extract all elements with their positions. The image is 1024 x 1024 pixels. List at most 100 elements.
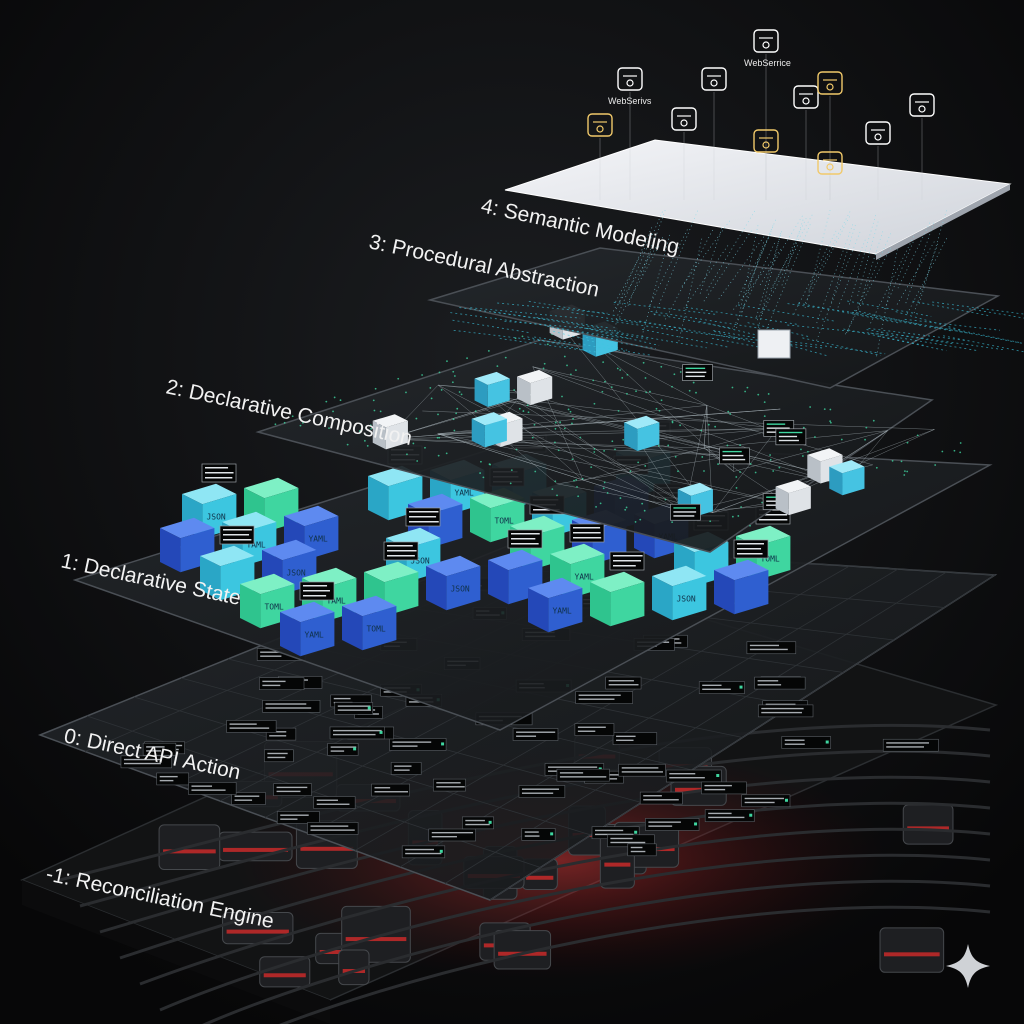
terminal-text-line (374, 791, 409, 793)
icon-outline (753, 29, 779, 53)
status-dot (441, 742, 445, 746)
data-stream (685, 306, 798, 325)
particle (572, 417, 574, 420)
config-tag-text (511, 533, 540, 535)
particle (333, 396, 336, 399)
particle (551, 488, 554, 490)
shield-icon (865, 121, 891, 200)
cube-top (364, 561, 419, 583)
layer3-plane (427, 247, 1001, 389)
cube-label: YAML (326, 597, 345, 606)
config-tag-text (759, 519, 788, 521)
particle (645, 391, 648, 394)
network-edge (712, 472, 822, 513)
config-tag-text (303, 590, 330, 592)
particle (829, 421, 832, 424)
particle (554, 480, 557, 483)
particle (458, 391, 461, 393)
terminal-text-line (229, 727, 270, 729)
particle (626, 373, 629, 376)
particle (763, 415, 766, 418)
terminal-text-line (521, 788, 560, 790)
network-edge (437, 433, 685, 513)
particle (455, 412, 458, 415)
engine-heat-strip (226, 929, 289, 934)
particle (576, 486, 578, 488)
particle (346, 443, 349, 446)
particle (864, 438, 866, 441)
terminal-panel (645, 818, 700, 831)
terminal-text-line (330, 746, 357, 748)
particle (358, 430, 361, 432)
data-stream (586, 337, 657, 349)
particle (515, 448, 518, 451)
config-tag-text (303, 585, 328, 587)
cube-left-face (517, 376, 531, 406)
config-cube (590, 571, 645, 627)
cube-label: JSON (450, 585, 469, 594)
icon-detail (710, 79, 718, 87)
icon-detail (826, 83, 834, 91)
cube-label: TOML (366, 625, 385, 634)
code-panel-text (766, 427, 790, 429)
cube-top (372, 414, 408, 428)
config-cube (474, 371, 510, 408)
terminal-panel (704, 809, 755, 823)
particle (906, 441, 909, 444)
particle (740, 506, 742, 508)
terminal-text-line (610, 841, 646, 844)
particle (865, 426, 868, 429)
terminal-panel (156, 772, 189, 786)
cube-right-face (637, 422, 660, 452)
particle (510, 469, 513, 472)
particle (644, 377, 647, 379)
particle (635, 390, 637, 393)
cube-top (284, 505, 339, 527)
cube-label: JSON (676, 595, 695, 604)
particle (763, 401, 766, 403)
data-stream (499, 338, 612, 355)
icon-detail (762, 141, 770, 149)
particle (727, 410, 730, 413)
particle (735, 476, 738, 478)
particle (602, 487, 605, 490)
particle (554, 421, 557, 424)
particle (363, 439, 366, 442)
particle (480, 460, 482, 463)
terminal-panel (518, 785, 566, 798)
particle (658, 409, 661, 412)
terminal-text-line (744, 801, 775, 804)
code-panel-text (673, 507, 696, 509)
terminal-text-line (608, 684, 639, 686)
cube-right-face (446, 566, 481, 611)
particle (415, 417, 418, 420)
terminal-text-line (260, 651, 282, 653)
particle (569, 373, 572, 376)
config-tag-text (613, 565, 636, 567)
falling-stream (759, 215, 803, 286)
falling-stream (830, 224, 856, 303)
sparkle-icon (946, 944, 990, 988)
particle (412, 442, 415, 445)
terminal-text-line (333, 697, 351, 700)
terminal-panel (188, 782, 237, 795)
particle (554, 441, 556, 444)
terminal-text-line (234, 795, 260, 797)
terminal-text-line (276, 790, 301, 793)
particle (593, 451, 596, 453)
cube-top (240, 573, 295, 595)
particle (405, 391, 407, 394)
icon-detail (918, 105, 926, 113)
particle (754, 471, 757, 474)
falling-stream (918, 210, 947, 306)
terminal-text-line (744, 797, 785, 800)
falling-stream (741, 242, 764, 314)
grid-line (354, 565, 850, 851)
particle (614, 448, 616, 451)
particle (814, 436, 816, 438)
terminal-panel (262, 700, 321, 713)
cube-top (590, 571, 645, 593)
particle (700, 429, 703, 432)
terminal-text-line (669, 777, 705, 779)
cube-top (280, 601, 335, 623)
